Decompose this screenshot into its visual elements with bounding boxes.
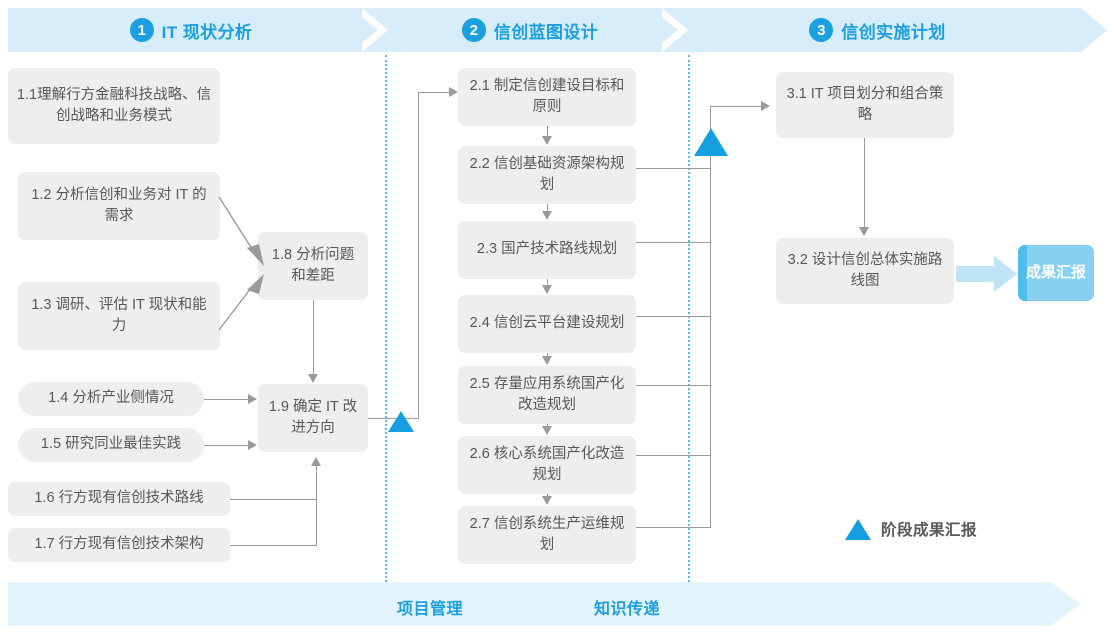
connector-2-1-to-2-2-arrow bbox=[542, 136, 552, 145]
stage-number-2: 2 bbox=[461, 18, 486, 42]
process-box-1-2[interactable]: 1.2 分析信创和业务对 IT 的需求 bbox=[18, 172, 220, 240]
connector-1-5-to-1-9-line bbox=[204, 445, 248, 446]
footer-label-1: 项目管理 bbox=[397, 601, 464, 618]
column-divider-left bbox=[385, 55, 387, 582]
process-box-2-4[interactable]: 2.4 信创云平台建设规划 bbox=[458, 295, 636, 353]
connector-2-1-to-2-2-line bbox=[547, 126, 548, 137]
process-box-1-8[interactable]: 1.8 分析问题和差距 bbox=[258, 232, 368, 300]
process-box-1-7[interactable]: 1.7 行方现有信创技术架构 bbox=[8, 528, 230, 562]
process-box-3-2[interactable]: 3.2 设计信创总体实施路线图 bbox=[776, 238, 954, 304]
footer-label-2: 知识传递 bbox=[594, 601, 661, 618]
connector-3-2-to-result bbox=[956, 256, 1017, 292]
connector-phase2-to-3-1-arrow bbox=[761, 101, 770, 111]
connector-1-6-7-arrow bbox=[311, 457, 321, 466]
connector-2-7-bus-line bbox=[636, 527, 711, 528]
connector-2-5-to-2-6-arrow bbox=[542, 426, 552, 435]
connector-1-6-7-bus bbox=[316, 466, 317, 546]
connector-1-4-to-1-9-line bbox=[204, 399, 248, 400]
connector-2-6-bus-line bbox=[636, 455, 711, 456]
process-box-1-5[interactable]: 1.5 研究同业最佳实践 bbox=[18, 428, 204, 462]
connector-phase2-to-3-1-line bbox=[710, 106, 762, 107]
stage-header-3[interactable]: 3 信创实施计划 bbox=[686, 8, 1081, 52]
connector-2-2-to-2-3-line bbox=[547, 204, 548, 212]
column-divider-right bbox=[688, 55, 690, 582]
milestone-triangle-phase1 bbox=[388, 411, 414, 432]
footer-band-arrow-tip bbox=[1050, 582, 1081, 626]
connector-1-8-to-1-9-line bbox=[313, 300, 314, 374]
stage-number-1: 1 bbox=[129, 18, 154, 42]
connector-2-4-bus-line bbox=[636, 316, 711, 317]
stage-number-3: 3 bbox=[809, 18, 834, 42]
connector-2-3-to-2-4-arrow bbox=[542, 285, 552, 294]
process-box-2-2[interactable]: 2.2 信创基础资源架构规划 bbox=[458, 146, 636, 204]
connector-3-1-to-3-2-line bbox=[864, 138, 865, 228]
connector-2-3-bus-line bbox=[636, 242, 711, 243]
connector-1-5-to-1-9-arrow bbox=[248, 440, 257, 450]
process-box-1-3[interactable]: 1.3 调研、评估 IT 现状和能力 bbox=[18, 282, 220, 350]
connector-2-4-to-2-5-line bbox=[547, 353, 548, 357]
process-box-2-6[interactable]: 2.6 核心系统国产化改造规划 bbox=[458, 436, 636, 494]
stage-label-3: 信创实施计划 bbox=[841, 22, 946, 42]
process-box-2-7[interactable]: 2.7 信创系统生产运维规划 bbox=[458, 506, 636, 564]
milestone-triangle-phase2 bbox=[694, 128, 728, 156]
result-card[interactable]: 成果汇报 bbox=[1018, 245, 1094, 301]
connector-2-2-bus-line bbox=[636, 168, 711, 169]
stage-arrow-tip bbox=[1081, 8, 1107, 52]
connector-1-9-to-2-1-arrow bbox=[449, 87, 458, 97]
stage-header-1[interactable]: 1 IT 现状分析 bbox=[8, 8, 386, 52]
connector-1-2-to-1-8 bbox=[218, 196, 264, 266]
legend: 阶段成果汇报 bbox=[845, 518, 977, 540]
process-box-1-4[interactable]: 1.4 分析产业侧情况 bbox=[18, 382, 204, 416]
stage-label-1: IT 现状分析 bbox=[161, 22, 253, 42]
footer-band bbox=[8, 582, 1081, 626]
connector-1-4-to-1-9-arrow bbox=[248, 394, 257, 404]
connector-phase2-bus bbox=[710, 106, 711, 528]
connector-1-9-to-2-1-v bbox=[418, 92, 419, 419]
connector-1-9-to-2-1-h2 bbox=[418, 92, 450, 93]
stage-header-2[interactable]: 2 信创蓝图设计 bbox=[386, 8, 686, 52]
connector-3-1-to-3-2-arrow bbox=[859, 227, 869, 236]
connector-2-6-to-2-7-line bbox=[547, 494, 548, 497]
result-card-label: 成果汇报 bbox=[1025, 263, 1086, 281]
stage-label-2: 信创蓝图设计 bbox=[493, 22, 599, 42]
process-box-1-1[interactable]: 1.1理解行方金融科技战略、信创战略和业务模式 bbox=[8, 68, 220, 144]
connector-2-4-to-2-5-arrow bbox=[542, 356, 552, 365]
connector-2-6-to-2-7-arrow bbox=[542, 496, 552, 505]
connector-2-5-to-2-6-line bbox=[547, 424, 548, 427]
process-box-1-9[interactable]: 1.9 确定 IT 改进方向 bbox=[258, 384, 368, 452]
legend-label: 阶段成果汇报 bbox=[881, 522, 978, 539]
process-box-2-3[interactable]: 2.3 国产技术路线规划 bbox=[458, 221, 636, 279]
process-box-1-6[interactable]: 1.6 行方现有信创技术路线 bbox=[8, 482, 230, 516]
connector-1-8-to-1-9-arrow bbox=[308, 374, 318, 383]
connector-1-7-line bbox=[230, 545, 316, 546]
process-box-2-1[interactable]: 2.1 制定信创建设目标和原则 bbox=[458, 68, 636, 126]
process-box-2-5[interactable]: 2.5 存量应用系统国产化改造规划 bbox=[458, 366, 636, 424]
connector-1-6-line bbox=[230, 499, 316, 500]
connector-2-3-to-2-4-line bbox=[547, 279, 548, 286]
connector-2-2-to-2-3-arrow bbox=[542, 211, 552, 220]
legend-triangle-icon bbox=[845, 518, 871, 540]
connector-1-3-to-1-8 bbox=[218, 274, 264, 331]
process-box-3-1[interactable]: 3.1 IT 项目划分和组合策略 bbox=[776, 72, 954, 138]
connector-2-5-bus-line bbox=[636, 385, 711, 386]
